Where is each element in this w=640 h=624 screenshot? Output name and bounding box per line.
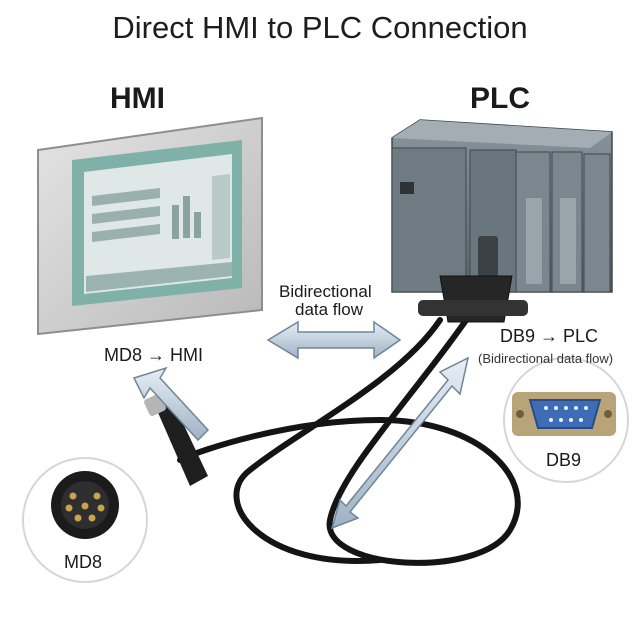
flow-label-line1: Bidirectional xyxy=(279,282,372,301)
plc-label: PLC xyxy=(470,82,530,115)
db9-inset-label: DB9 xyxy=(546,450,582,470)
db9-plug xyxy=(418,275,528,323)
db9-end-label: DB9 → PLC xyxy=(500,326,599,346)
flow-label-line2: data flow xyxy=(295,300,364,319)
plc-device xyxy=(391,119,613,293)
hmi-device xyxy=(37,116,263,336)
arrow-to-hmi xyxy=(132,366,210,442)
db9-end-note: (Bidirectional data flow) xyxy=(478,351,614,366)
md8-end-label: MD8 → HMI xyxy=(104,345,203,365)
diagram-title: Direct HMI to PLC Connection xyxy=(112,10,528,45)
db9-inset xyxy=(503,357,629,483)
hmi-label: HMI xyxy=(110,82,165,115)
serial-cable xyxy=(177,297,521,566)
md8-inset xyxy=(22,457,148,583)
bidirectional-arrow-horizontal xyxy=(266,320,402,360)
bidirectional-arrow-diagonal xyxy=(330,356,470,530)
md8-inset-label: MD8 xyxy=(64,552,103,572)
